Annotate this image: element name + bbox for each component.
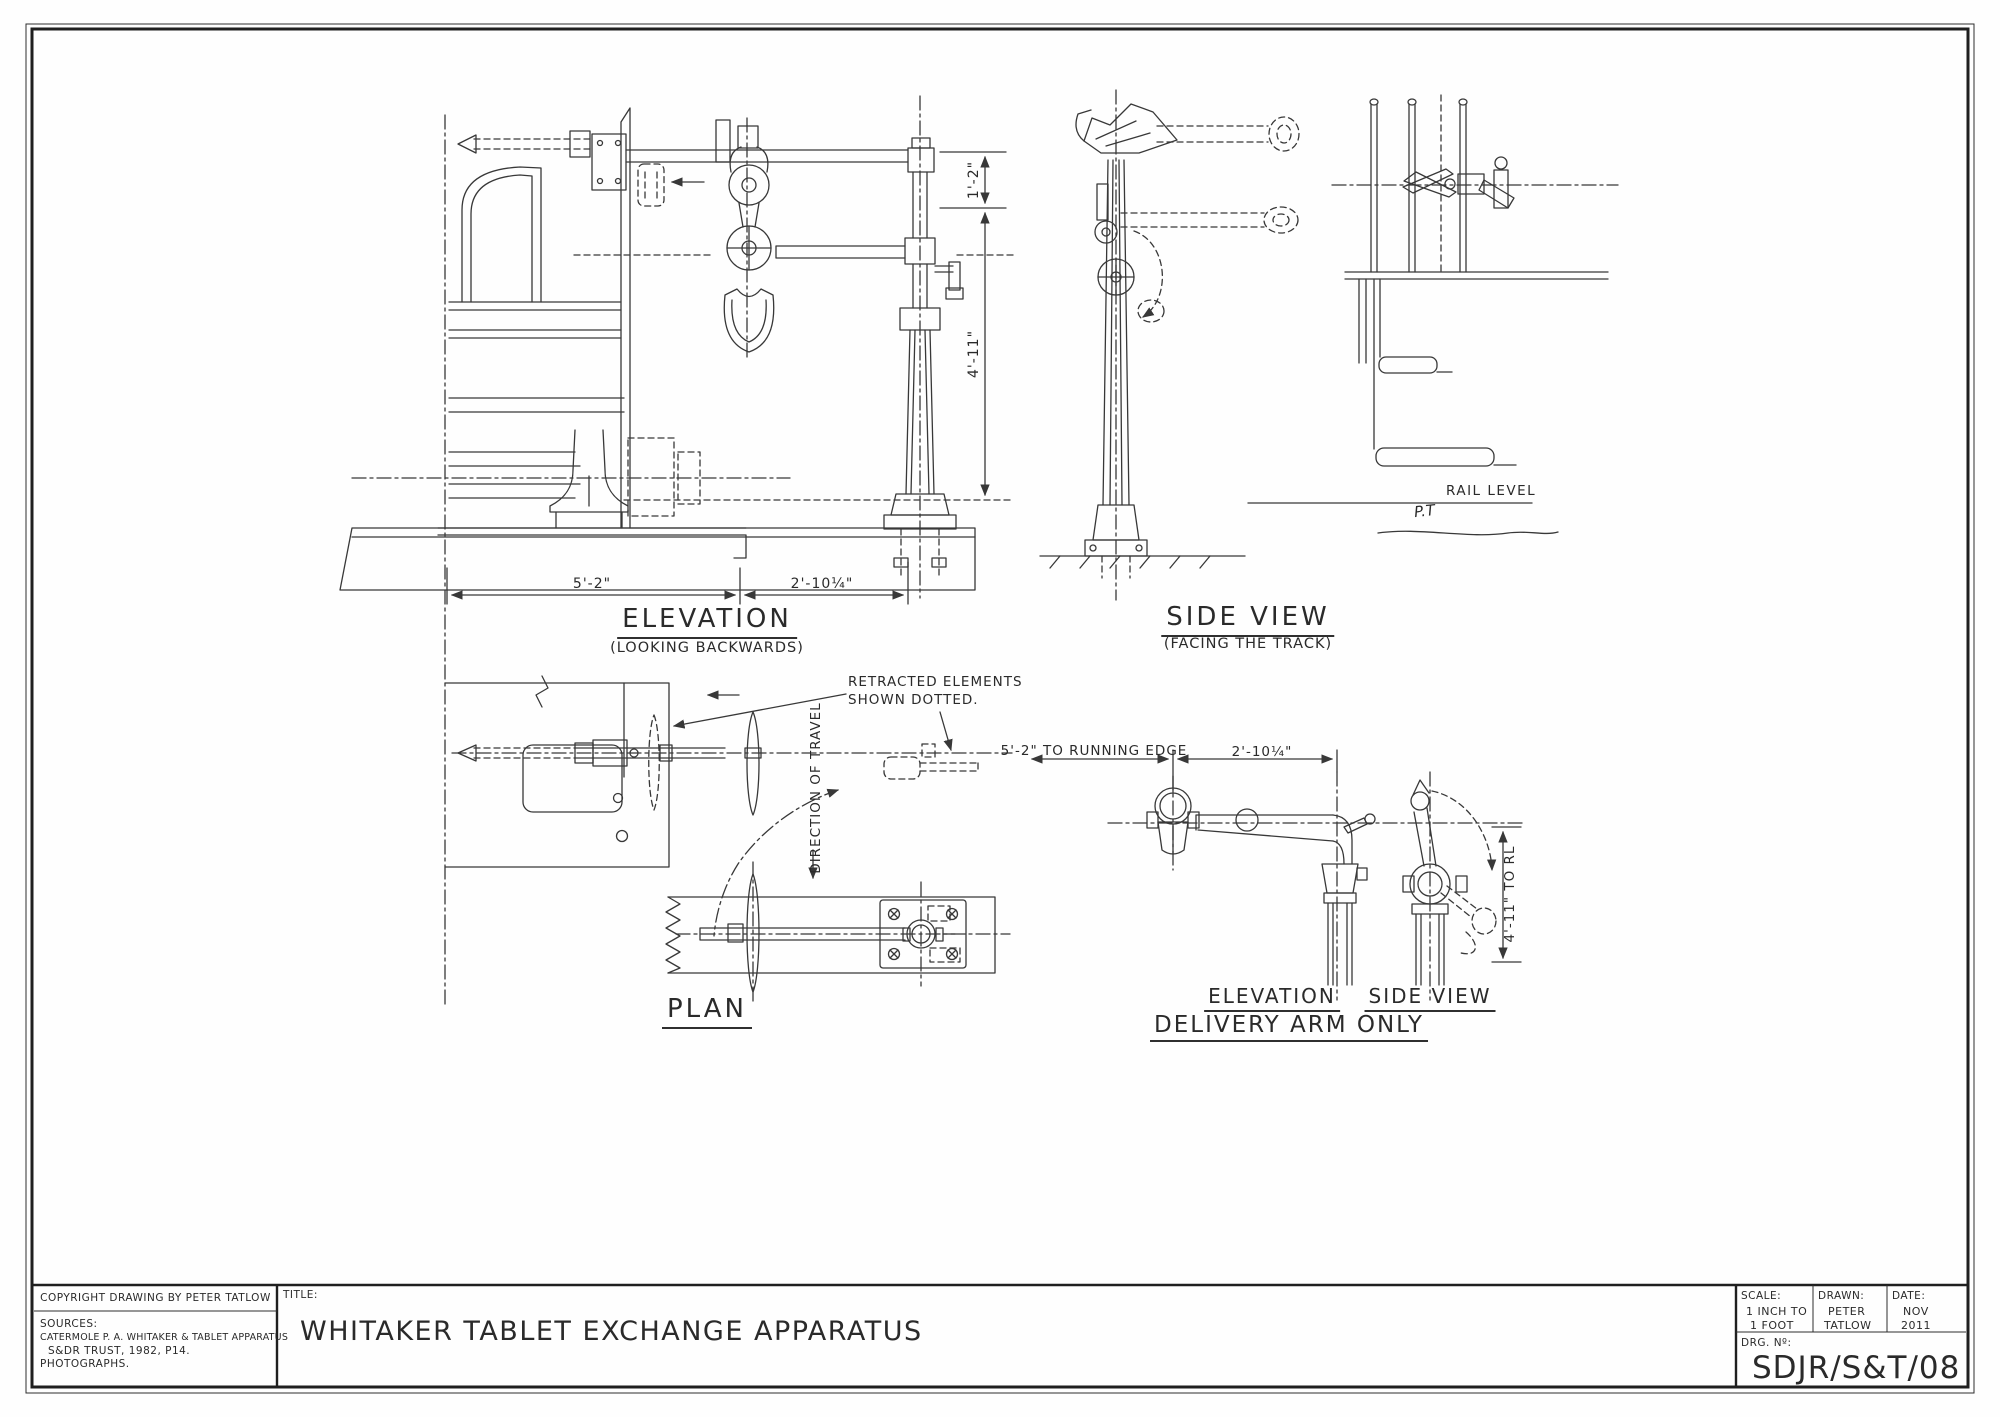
view-title-delivery-elevation: ELEVATION: [1204, 984, 1340, 1012]
dim-label-arm-height: 4'-11" TO RL: [1502, 845, 1518, 943]
retracted-note-line2: SHOWN DOTTED.: [848, 692, 979, 708]
sources-line-1: CATERMOLE P. A. WHITAKER & TABLET APPARA…: [40, 1332, 289, 1343]
view-title-delivery-side-view: SIDE VIEW: [1364, 984, 1496, 1012]
side-view-linework: [1039, 89, 1619, 601]
plan-view-linework: [444, 675, 1013, 1003]
sheet-border: [25, 23, 1975, 1394]
date-value-1: NOV: [1903, 1305, 1929, 1318]
retracted-note-line1: RETRACTED ELEMENTS: [848, 674, 1023, 690]
drawn-label: DRAWN:: [1818, 1290, 1865, 1302]
dim-label-2ft10: 2'-10¼": [790, 576, 854, 592]
view-subtitle-side-view: (FACING THE TRACK): [1163, 636, 1333, 652]
sources-line-2: S&DR TRUST, 1982, P14.: [48, 1345, 191, 1357]
dim-label-4ft11: 4'-11": [966, 329, 982, 379]
date-value-2: 2011: [1901, 1319, 1931, 1332]
view-subtitle-elevation: (LOOKING BACKWARDS): [610, 640, 804, 656]
sheet-title: WHITAKER TABLET EXCHANGE APPARATUS: [300, 1316, 923, 1347]
view-title-delivery-arm-only: DELIVERY ARM ONLY: [1150, 1012, 1428, 1042]
scale-value-1: 1 INCH TO: [1746, 1305, 1808, 1318]
direction-of-travel-label: DIRECTION OF TRAVEL: [808, 702, 824, 874]
dim-label-running-edge: 5'-2" TO RUNNING EDGE: [1000, 743, 1188, 759]
dim-label-arm-width: 2'-10¼": [1231, 744, 1293, 760]
scale-value-2: 1 FOOT: [1750, 1319, 1794, 1332]
drawn-value-1: PETER: [1828, 1305, 1866, 1318]
view-title-side-view: SIDE VIEW: [1161, 602, 1335, 637]
date-label: DATE:: [1892, 1290, 1926, 1302]
view-title-elevation: ELEVATION: [617, 604, 797, 639]
rail-level-label: RAIL LEVEL: [1446, 483, 1537, 499]
title-label: TITLE:: [283, 1289, 318, 1301]
title-block-rules: [32, 1283, 1968, 1387]
delivery-arm-linework: [1030, 749, 1523, 1001]
drawn-value-2: TATLOW: [1824, 1319, 1872, 1332]
sources-line-3: PHOTOGRAPHS.: [40, 1358, 130, 1370]
copyright-note: COPYRIGHT DRAWING BY PETER TATLOW: [40, 1292, 271, 1304]
sources-label: SOURCES:: [40, 1318, 98, 1330]
drafter-initials: P.T: [1413, 500, 1436, 522]
dim-label-1ft2: 1'-2": [966, 160, 982, 200]
drg-no-value: SDJR/S&T/08: [1752, 1350, 1961, 1386]
drg-no-label: DRG. Nº:: [1741, 1337, 1792, 1349]
dim-label-5ft2: 5'-2": [572, 576, 612, 592]
scale-label: SCALE:: [1741, 1290, 1782, 1302]
elevation-view-linework: [339, 95, 1017, 1007]
view-title-plan: PLAN: [662, 994, 752, 1029]
